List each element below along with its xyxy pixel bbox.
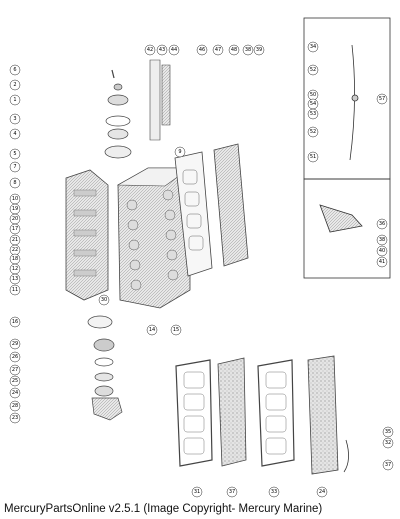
part-callout-number: 29 [12, 341, 18, 347]
part-callout-number: 19 [12, 206, 18, 212]
part-callout-number: 9 [178, 149, 181, 155]
part-callout-number: 6 [13, 67, 16, 73]
inset-wiring [319, 44, 363, 473]
part-callout-number: 47 [215, 47, 221, 53]
part-callout-number: 32 [385, 440, 391, 446]
part-callout-number: 3 [13, 116, 16, 122]
callouts-right-inset: 34 52 50 54 53 52 51 57 [307, 41, 388, 163]
part-callout-number: 33 [271, 489, 277, 495]
part-callout-number: 27 [12, 367, 18, 373]
inset-frame-bottom [303, 178, 391, 279]
part-callout-number: 11 [12, 287, 18, 293]
thermostat-housing-parts [104, 69, 132, 159]
part-callout-number: 52 [310, 129, 316, 135]
part-callout-number: 21 [12, 237, 18, 243]
callouts-lower-left: 29 26 27 25 24 28 23 30 14 15 9 [9, 146, 186, 424]
part-callout-number: 15 [173, 327, 179, 333]
part-callout-number: 43 [159, 47, 165, 53]
part-callout-number: 50 [310, 92, 316, 98]
part-callout-number: 4 [13, 131, 16, 137]
part-callout-number: 41 [379, 259, 385, 265]
part-callout-number: 31 [194, 489, 200, 495]
part-callout-number: 20 [12, 216, 18, 222]
part-callout-number: 36 [379, 221, 385, 227]
part-callout-number: 26 [12, 354, 18, 360]
part-callout-number: 5 [13, 151, 16, 157]
callouts-left-column: 6 2 1 3 4 5 7 8 10 19 20 17 21 22 18 12 … [9, 64, 21, 328]
water-pump-parts [87, 315, 123, 421]
part-callout-number: 54 [310, 101, 316, 107]
part-callout-number: 13 [12, 276, 18, 282]
part-callout-number: 35 [385, 429, 391, 435]
part-callout-number: 23 [12, 415, 18, 421]
part-callout-number: 22 [12, 247, 18, 253]
parts-exploded-diagram: 6 2 1 3 4 5 7 8 10 19 20 17 21 22 18 12 … [9, 17, 394, 498]
part-callout-number: 53 [310, 111, 316, 117]
part-callout-number: 16 [12, 319, 18, 325]
part-callout-number: 10 [12, 196, 18, 202]
part-callout-number: 57 [379, 96, 385, 102]
cylinder-block [116, 167, 191, 309]
part-callout-number: 24 [12, 390, 18, 396]
part-callout-number: 42 [147, 47, 153, 53]
part-callout-number: 8 [13, 180, 16, 186]
part-callout-number: 12 [12, 266, 18, 272]
exhaust-gaskets [149, 59, 249, 277]
part-callout-number: 14 [149, 327, 155, 333]
part-callout-number: 1 [13, 97, 16, 103]
part-callout-number: 25 [12, 378, 18, 384]
part-callout-number: 38 [379, 237, 385, 243]
part-callout-number: 40 [379, 248, 385, 254]
part-callout-number: 2 [13, 82, 16, 88]
callouts-right-mid: 36 38 40 41 [376, 218, 388, 268]
part-callout-number: 52 [310, 67, 316, 73]
part-callout-number: 44 [171, 47, 177, 53]
part-callout-number: 17 [12, 226, 18, 232]
part-callout-number: 24 [319, 489, 325, 495]
part-callout-number: 7 [13, 164, 16, 170]
callouts-bottom-row: 31 37 33 24 35 32 37 [191, 426, 394, 498]
part-callout-number: 18 [12, 256, 18, 262]
part-callout-number: 38 [245, 47, 251, 53]
part-callout-number: 37 [229, 489, 235, 495]
part-callout-number: 28 [12, 403, 18, 409]
part-callout-number: 34 [310, 44, 316, 50]
part-callout-number: 39 [256, 47, 262, 53]
image-caption: MercuryPartsOnline v2.5.1 (Image Copyrig… [4, 503, 323, 515]
part-callout-number: 48 [231, 47, 237, 53]
part-callout-number: 51 [310, 154, 316, 160]
bottom-covers [175, 355, 339, 475]
part-callout-number: 46 [199, 47, 205, 53]
callouts-top-row: 42 43 44 46 47 48 38 39 [144, 44, 265, 56]
part-callout-number: 30 [101, 297, 107, 303]
left-cover-assembly [65, 169, 109, 301]
part-callout-number: 37 [385, 462, 391, 468]
